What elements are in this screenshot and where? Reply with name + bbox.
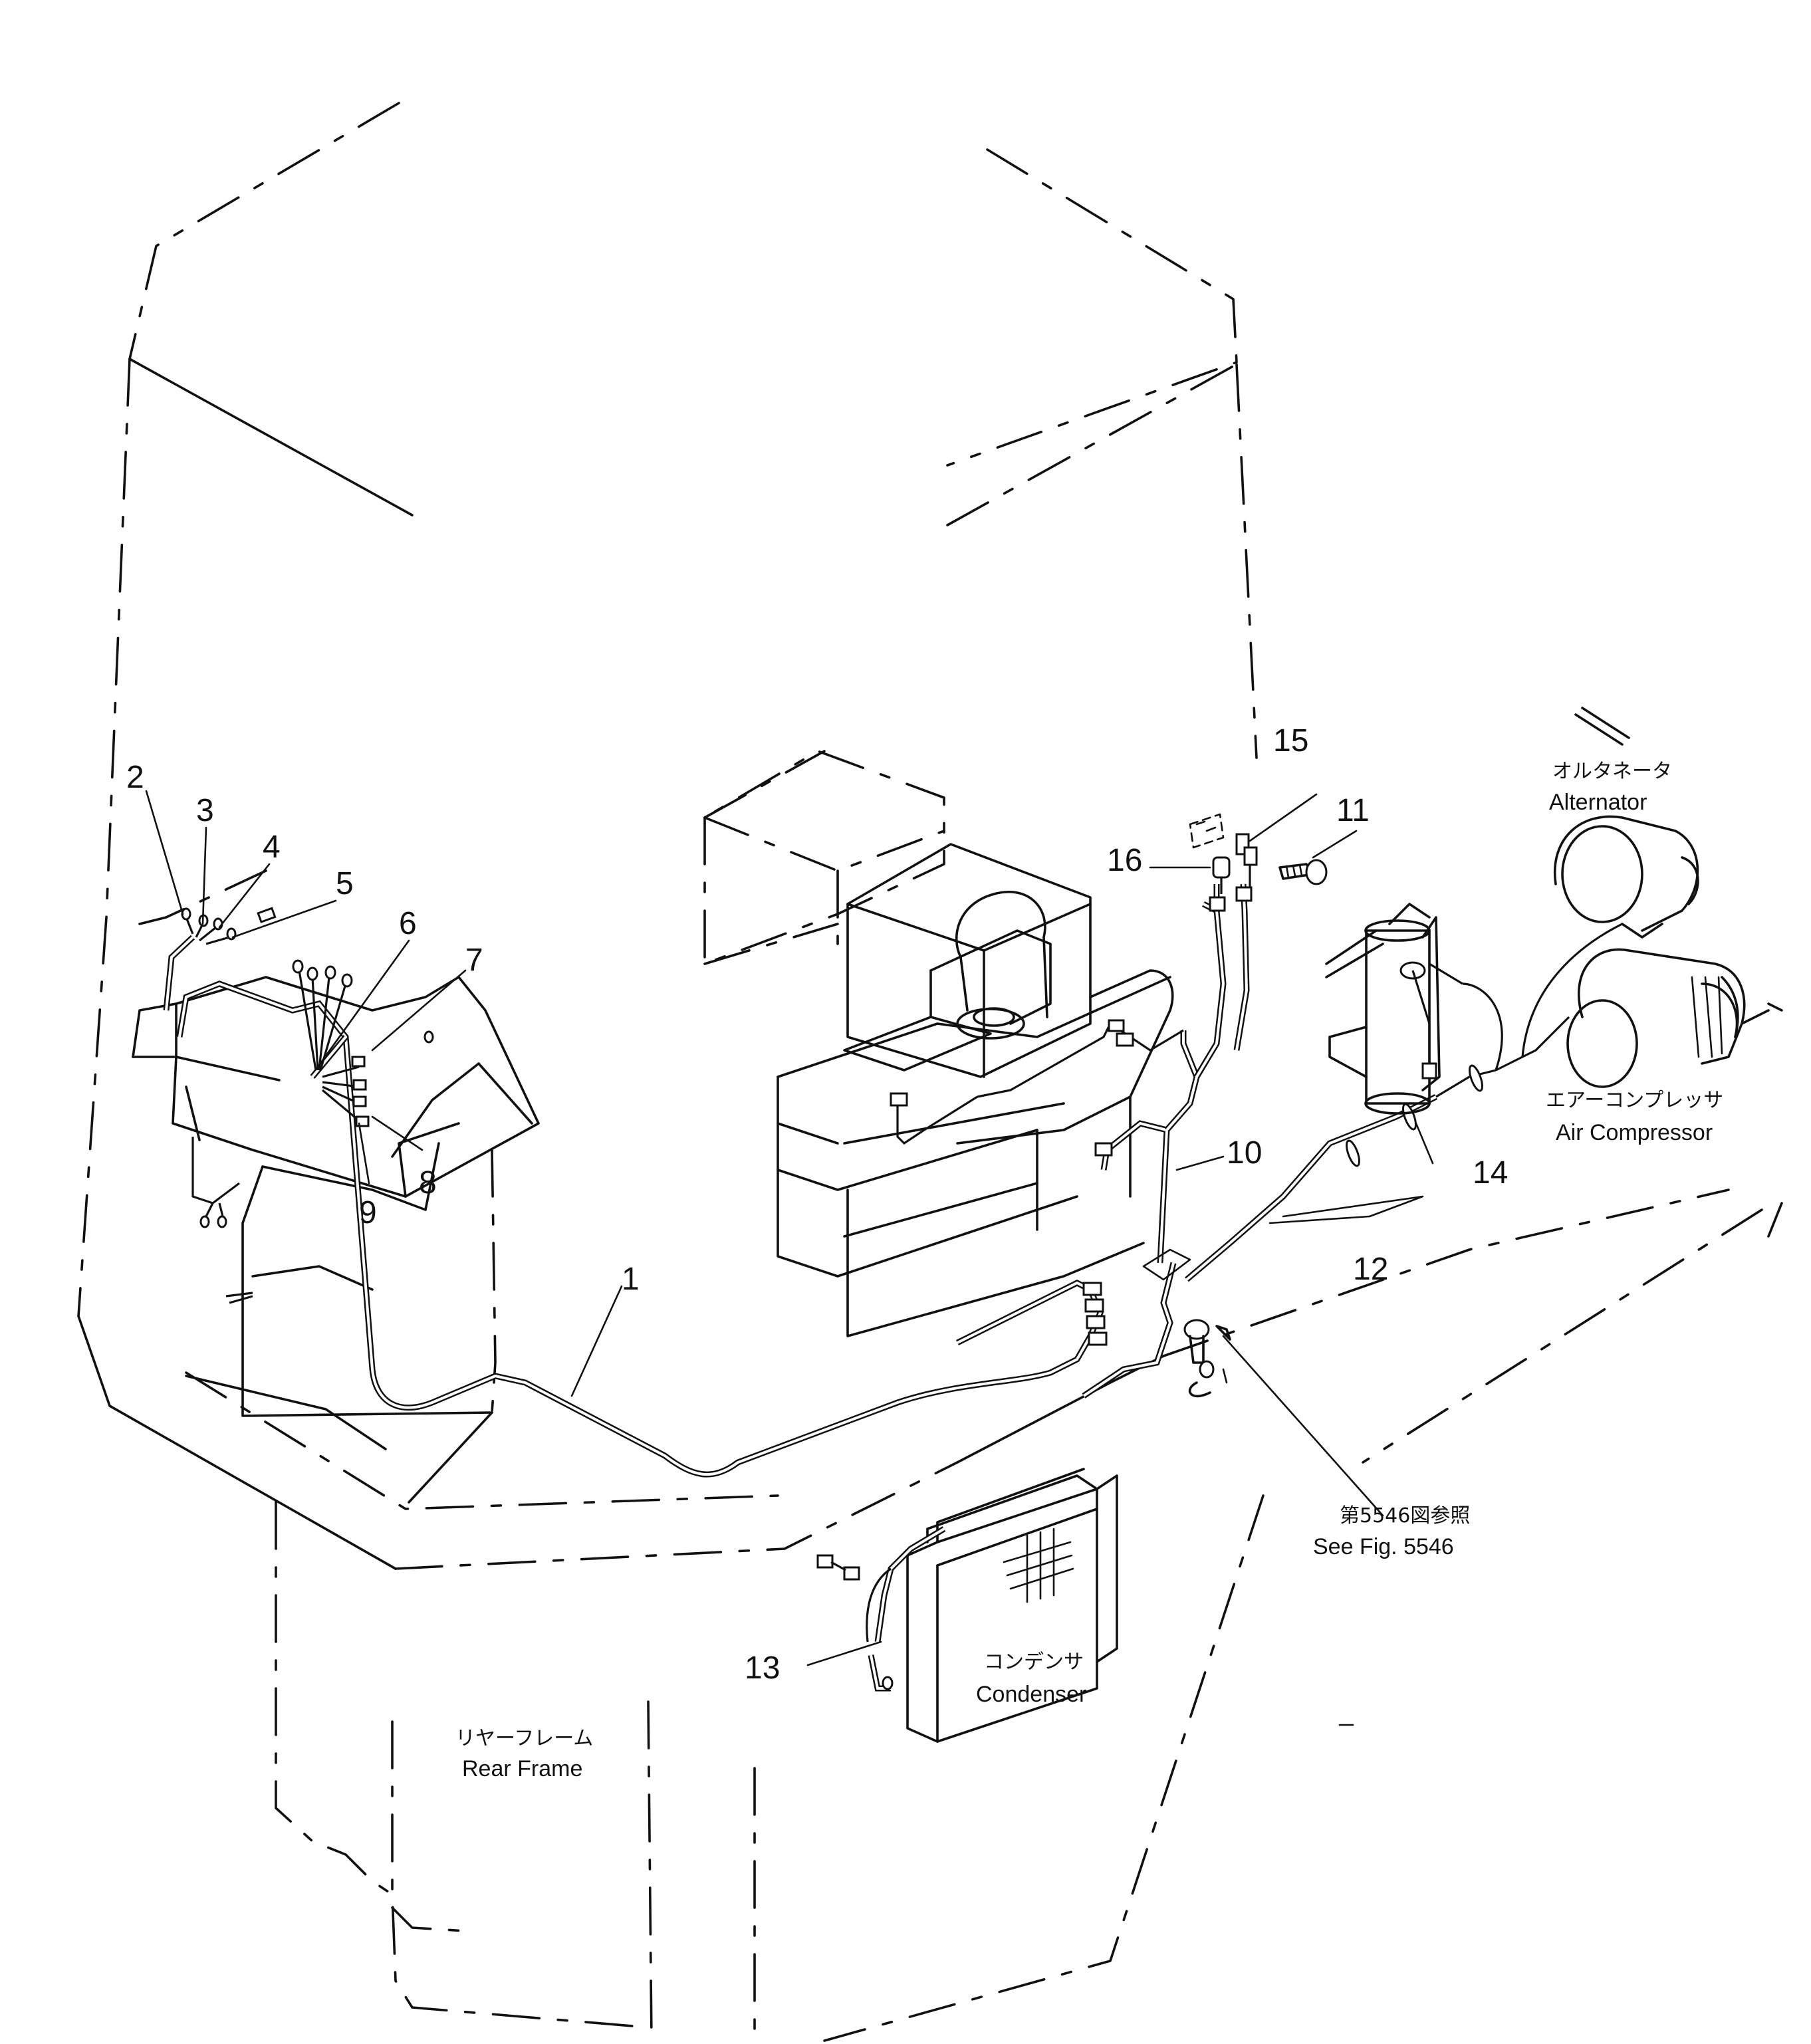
part-number-7: 7 [465, 943, 483, 978]
see-fig-label-jp: 第5546図参照 [1340, 1504, 1470, 1528]
cab-outline [77, 102, 1783, 2042]
console-wires [181, 907, 434, 1304]
right-harness [890, 883, 1623, 1399]
part-number-11: 11 [1336, 793, 1370, 828]
bolt-11 [1278, 859, 1328, 885]
condenser [816, 1468, 1118, 1743]
part-number-5: 5 [336, 866, 354, 901]
part-number-labels: 2 3 4 5 6 7 8 9 1 10 11 12 13 14 15 16 [126, 723, 1508, 1686]
part-number-4: 4 [263, 830, 281, 865]
part-number-10: 10 [1227, 1135, 1262, 1171]
grommet-fig5546 [1183, 1319, 1228, 1398]
part-number-8: 8 [419, 1165, 437, 1200]
part-number-6: 6 [399, 906, 417, 941]
part-number-3: 3 [196, 793, 214, 828]
rear-frame-label-en: Rear Frame [462, 1756, 582, 1781]
heater-unit [703, 750, 1174, 1337]
part-number-9: 9 [359, 1195, 377, 1230]
alternator-label-jp: オルタネータ [1552, 760, 1672, 783]
receiver-drier [1325, 903, 1441, 1115]
relays-15-16 [1189, 813, 1258, 894]
alternator-label-en: Alternator [1549, 790, 1647, 815]
component-labels: オルタネータ Alternator エアーコンプレッサ Air Compress… [455, 760, 1723, 1781]
air-compressor [1566, 948, 1783, 1088]
part-number-16: 16 [1107, 843, 1142, 878]
part-number-14: 14 [1473, 1155, 1508, 1191]
part-number-1: 1 [622, 1262, 640, 1297]
rear-frame-outline [275, 1501, 756, 2042]
upper-blocks [703, 750, 826, 819]
main-harness [163, 935, 1093, 1478]
condenser-label-en: Condenser [976, 1682, 1086, 1707]
console [132, 869, 540, 1504]
part-number-2: 2 [126, 760, 144, 795]
air-compressor-label-en: Air Compressor [1556, 1120, 1713, 1145]
leader-lines [145, 790, 1434, 1666]
alternator [1553, 707, 1699, 939]
air-compressor-label-jp: エアーコンプレッサ [1546, 1089, 1723, 1112]
part-number-12: 12 [1353, 1252, 1388, 1287]
see-fig-label-en: See Fig. 5546 [1313, 1534, 1454, 1559]
rear-frame-label-jp: リヤーフレーム [455, 1727, 593, 1750]
part-number-13: 13 [745, 1650, 780, 1686]
part-number-15: 15 [1273, 723, 1308, 758]
condenser-label-jp: コンデンサ [984, 1650, 1084, 1674]
